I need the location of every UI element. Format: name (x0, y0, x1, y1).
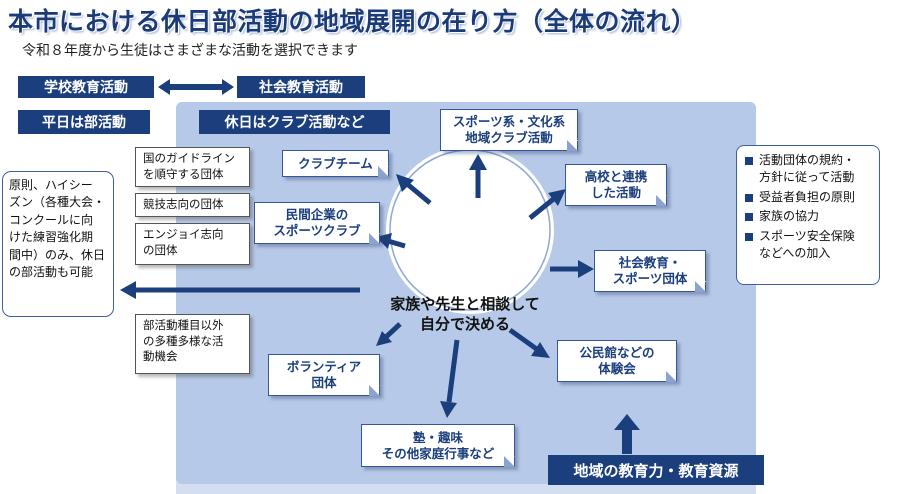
upper-left-arrow (404, 181, 432, 205)
regional-resources-badge: 地域の教育力・教育資源 (548, 455, 764, 485)
left-arrow-head (120, 281, 136, 299)
private-sports-club-card: 民間企業のスポーツクラブ (254, 202, 380, 244)
left-note-line: の部活動も可能 (9, 264, 94, 279)
regional-club-card: スポーツ系・文化系地域クラブ活動 (440, 109, 578, 151)
left-note-line: コンクールに向 (9, 212, 94, 227)
other-activities-box: 部活動種目以外 の多種多様な活 動機会 (135, 314, 250, 374)
weekday-club-badge: 平日は部活動 (18, 110, 150, 134)
bottom-up-arrow-head (614, 414, 640, 430)
kominkan-card: 公民館などの体験会 (557, 340, 677, 382)
highschool-card: 高校と連携した活動 (565, 164, 667, 206)
double-arrow-icon (158, 79, 234, 95)
left-note-line: けた練習強化期 (9, 230, 94, 245)
bullet-square-icon (745, 193, 753, 202)
center-circle (386, 146, 554, 314)
center-decision-text: 家族や先生と相談して 自分で決める (390, 295, 540, 333)
juku-hobby-card: 塾・趣味その他家庭行事など (361, 424, 515, 467)
holiday-club-badge: 休日はクラブ活動など (199, 110, 390, 134)
bullet-square-icon (745, 157, 753, 165)
left-note-box: 原則、ハイシー ズン（各種大会・ コンクールに向 けた練習強化期 間中）のみ、休… (2, 171, 114, 317)
enjoy-group-box: エンジョイ志向 の団体 (135, 223, 250, 265)
page-title: 本市における休日部活動の地域展開の在り方（全体の流れ） (8, 7, 697, 36)
bullet-square-icon (745, 213, 753, 222)
left-note-line: 間中）のみ、休日 (9, 247, 106, 262)
page-subtitle: 令和８年度から生徒はさまざまな活動を選択できます (22, 43, 358, 59)
condition-item: スポーツ安全保険などへの加入 (745, 228, 871, 263)
guideline-group-box: 国のガイドライン を順守する団体 (135, 147, 250, 187)
left-note-line: ズン（各種大会・ (9, 195, 106, 210)
competitive-group-box: 競技志向の団体 (135, 193, 250, 217)
bullet-square-icon (745, 232, 753, 241)
left-note-line: 原則、ハイシー (9, 178, 93, 192)
volunteer-card: ボランティア団体 (268, 354, 380, 396)
social-sports-card: 社会教育・スポーツ団体 (594, 250, 706, 292)
school-activity-badge: 学校教育活動 (18, 76, 154, 98)
condition-item: 家族の協力 (745, 208, 871, 225)
social-activity-badge: 社会教育活動 (237, 76, 365, 98)
condition-item: 受益者負担の原則 (745, 189, 871, 206)
condition-item: 活動団体の規約・方針に従って活動 (745, 152, 871, 187)
conditions-list: 活動団体の規約・方針に従って活動 受益者負担の原則 家族の協力 スポーツ安全保険… (736, 145, 880, 285)
club-team-card: クラブチーム (282, 150, 389, 177)
